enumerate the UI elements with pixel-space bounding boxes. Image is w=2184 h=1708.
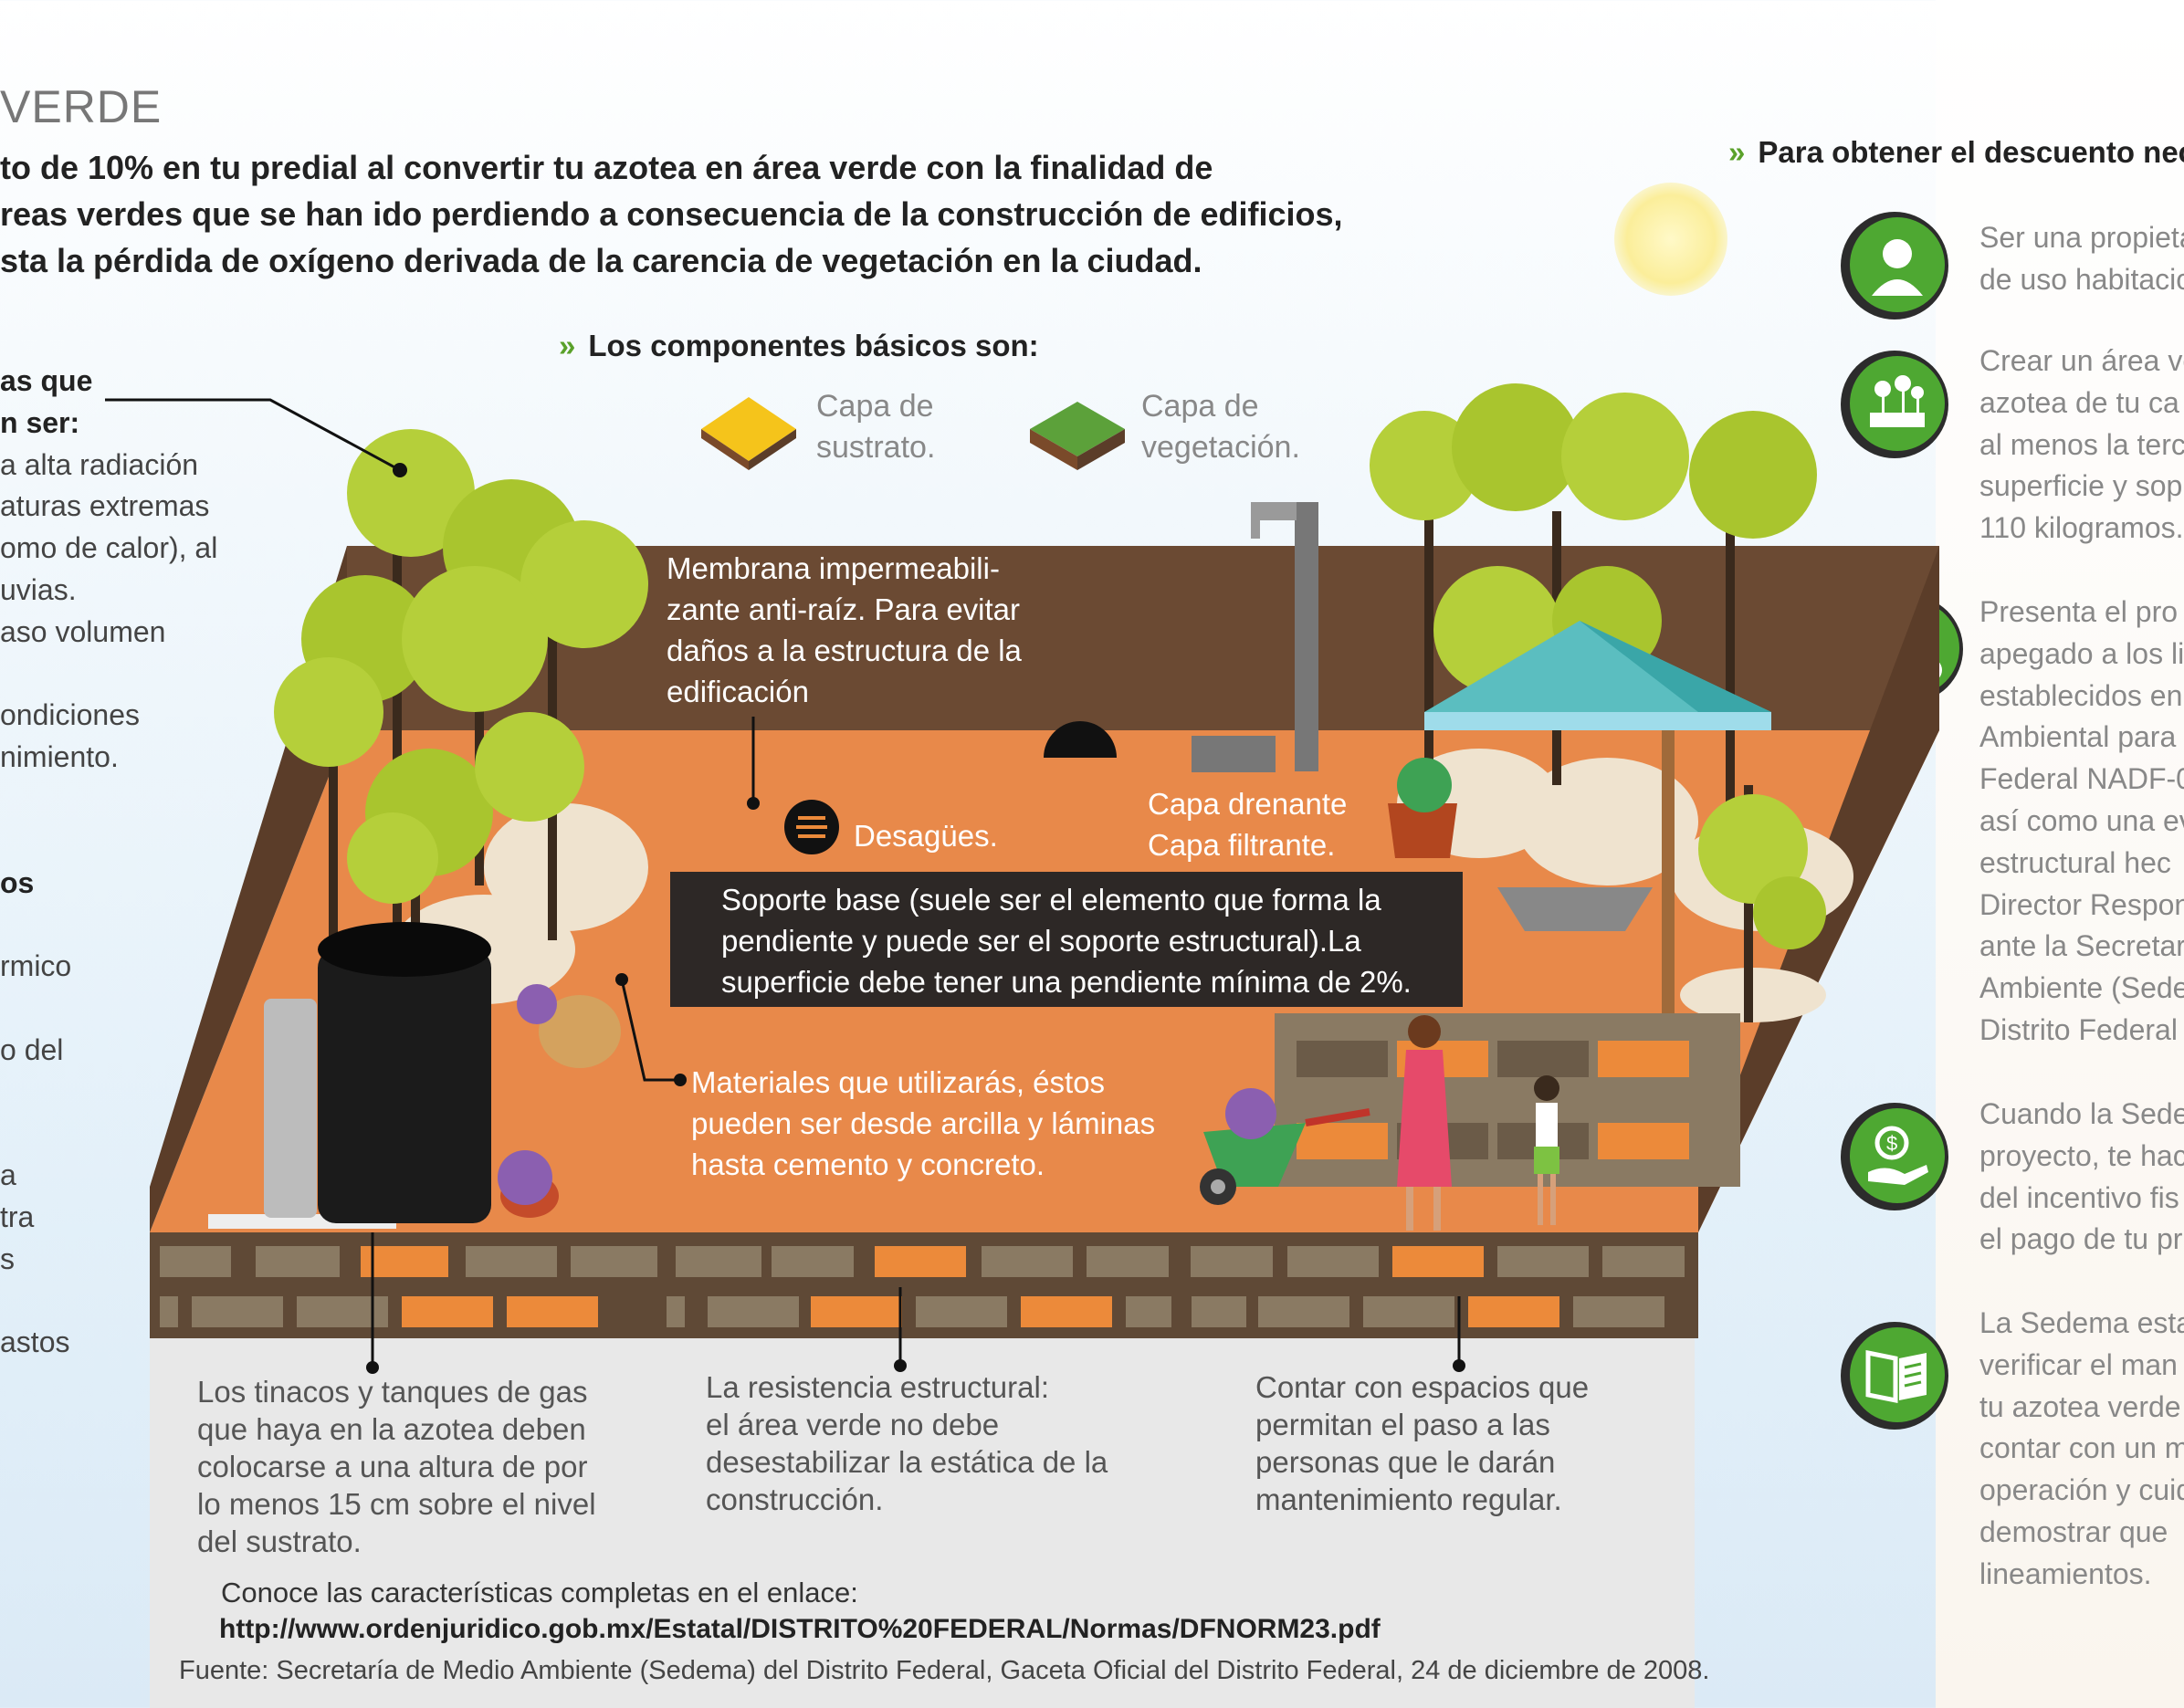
- coin-hand-icon: $: [1841, 1103, 1948, 1210]
- tool-tray: [1497, 887, 1653, 931]
- potted-plant: [1388, 758, 1457, 858]
- left-list-line: as que: [0, 364, 93, 397]
- leader-dots: [366, 463, 1465, 1374]
- link-intro: Conoce las características completas en …: [221, 1577, 858, 1608]
- structural-caption: La resistencia estructural:el área verde…: [706, 1370, 1108, 1516]
- page-title: VERDE: [0, 81, 163, 132]
- requirements-panel: [1936, 0, 2184, 1708]
- left-list-line: omo de calor), al: [0, 531, 218, 565]
- left-list-line: tra: [0, 1200, 35, 1233]
- pipe-base: [1192, 736, 1276, 772]
- components-heading: »Los componentes básicos son:: [559, 329, 1039, 362]
- umbrella: [1424, 621, 1771, 1022]
- leader-lines: [105, 398, 1461, 1367]
- left-benefits-list: as que n ser: a alta radiación aturas extre…: [0, 361, 265, 1364]
- drains-label: Desagües.: [854, 819, 998, 853]
- intro-line: to de 10% en tu predial al convertir tu …: [0, 149, 1213, 186]
- wheelbarrow-icon: [1200, 1088, 1370, 1205]
- norm-link[interactable]: http://www.ordenjuridico.gob.mx/Estatal/…: [219, 1614, 1381, 1644]
- manual-book-icon: [1841, 1322, 1948, 1430]
- woman-figure: [1397, 1015, 1452, 1231]
- left-list-line: a: [0, 1158, 16, 1192]
- drain-opening: [1044, 721, 1117, 758]
- child-figure: [1534, 1075, 1559, 1225]
- left-list-line: o del: [0, 1032, 64, 1066]
- flowers-planter-icon: [1841, 351, 1948, 458]
- flower-pot: [498, 1150, 559, 1218]
- flower-basket: [517, 984, 621, 1068]
- sun-icon: [1614, 183, 1727, 296]
- left-list-line: rmico: [0, 949, 72, 983]
- terrace-bench: [1275, 1013, 1740, 1187]
- membrane-label: Membrana impermeabili-zante anti-raíz. P…: [667, 551, 1022, 708]
- left-list-line: aso volumen: [0, 614, 166, 648]
- drain-icon: [784, 800, 839, 854]
- substrate-layer-icon: [701, 397, 796, 470]
- left-list-line: astos: [0, 1326, 70, 1359]
- water-pipe: [1295, 502, 1318, 771]
- support-base-label: Soporte base (suele ser el elemento que …: [721, 883, 1412, 999]
- left-list-line: ondiciones: [0, 698, 140, 732]
- svg-text:$: $: [1886, 1132, 1897, 1155]
- left-list-line: nimiento.: [0, 740, 119, 774]
- vegetation-layer-icon: [1030, 402, 1125, 470]
- caption-panel: [150, 1338, 1695, 1708]
- source-note: Fuente: Secretaría de Medio Ambiente (Se…: [179, 1656, 1710, 1685]
- person-icon: [1841, 212, 1948, 320]
- intro-line: reas verdes que se han ido perdiendo a c…: [0, 195, 1343, 233]
- soporte-label-bg: [670, 872, 1463, 1007]
- intro-paragraph: to de 10% en tu predial al convertir tu …: [0, 144, 1351, 284]
- requirements-heading: »Para obtener el descuento nece: [1728, 135, 2184, 169]
- left-list-line: a alta radiación: [0, 447, 199, 481]
- intro-line: sta la pérdida de oxígeno derivada de la…: [0, 242, 1202, 279]
- left-list-line: s: [0, 1242, 15, 1275]
- left-list-line: aturas extremas: [0, 489, 210, 523]
- faucet-icon: [1251, 502, 1297, 539]
- left-list-line: n ser:: [0, 405, 80, 439]
- water-tank: [208, 922, 491, 1229]
- left-list-line: os: [0, 865, 35, 899]
- trees-left: [274, 429, 648, 1032]
- bricks: [160, 1246, 1685, 1327]
- left-list-line: uvias.: [0, 572, 77, 606]
